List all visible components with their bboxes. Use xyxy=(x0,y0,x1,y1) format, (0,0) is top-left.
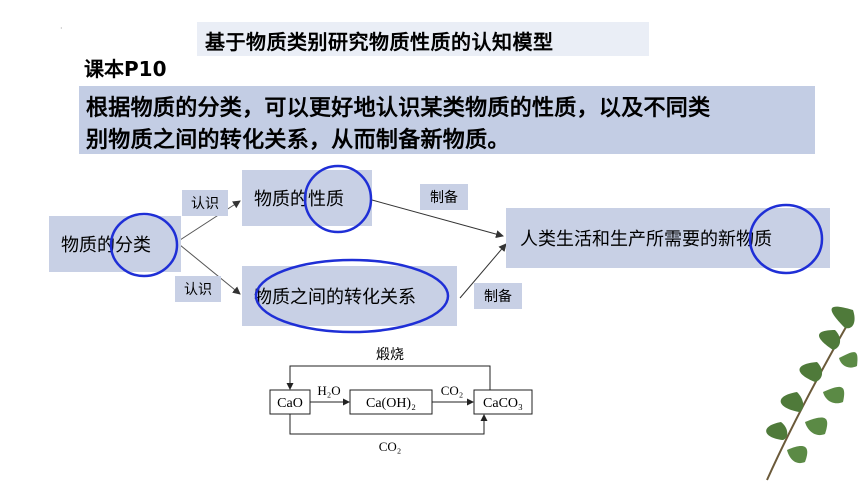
arrow-properties-to-new xyxy=(371,199,504,239)
leaf-icon xyxy=(805,417,828,436)
tag-prepare-bottom: 制备 xyxy=(474,283,522,309)
box-caco3 xyxy=(473,389,533,415)
label-water: H₂O xyxy=(317,383,340,398)
label-co2-top: CO₂ xyxy=(441,383,464,398)
leaf-icon xyxy=(831,306,855,329)
box-caoh2 xyxy=(349,389,433,415)
leaf-icon xyxy=(799,362,823,382)
highlight-classification xyxy=(109,212,179,278)
label-caoh2: Ca(OH)₂ xyxy=(366,396,416,411)
arrow-conversion-to-new xyxy=(459,243,507,299)
tag-prepare-top: 制备 xyxy=(420,184,468,210)
box-properties: 物质的性质 xyxy=(242,170,372,226)
label-cao: CaO xyxy=(277,396,303,411)
arrow-cao-to-caco3 xyxy=(289,414,488,435)
highlight-properties xyxy=(303,164,373,234)
intro-banner xyxy=(79,86,815,154)
box-cao xyxy=(269,389,311,415)
arrow-to-conversion xyxy=(179,244,241,295)
highlight-new-substances xyxy=(748,203,824,275)
leaf-icon xyxy=(839,352,858,368)
leaf-icon xyxy=(780,392,804,412)
highlight-conversion xyxy=(254,258,450,334)
tag-know-top: 认识 xyxy=(182,190,228,216)
label-co2-bottom: CO₂ xyxy=(379,439,402,454)
reaction-diagram: CaO Ca(OH)₂ CaCO₃ H₂O CO₂ 煅烧 CO₂ xyxy=(269,347,533,454)
leaf-decoration xyxy=(766,306,858,481)
leaf-icon xyxy=(766,422,788,440)
arrow-to-properties xyxy=(179,200,241,241)
box-classification: 物质的分类 xyxy=(49,216,181,272)
arrow-calcine xyxy=(286,365,491,390)
label-calcine: 煅烧 xyxy=(376,347,404,363)
leaf-icon xyxy=(819,330,841,350)
leaf-icon xyxy=(823,386,845,404)
intro-line-1: 根据物质的分类，可以更好地认识某类物质的性质，以及不同类 xyxy=(86,96,711,121)
tag-know-bottom: 认识 xyxy=(175,276,221,302)
corner-dot: · xyxy=(60,24,63,33)
box-new-substances: 人类生活和生产所需要的新物质 xyxy=(506,208,830,268)
title-banner xyxy=(197,22,649,56)
textbook-reference: 课本P10 xyxy=(84,57,167,81)
label-caco3: CaCO₃ xyxy=(483,396,523,411)
intro-line-2: 别物质之间的转化关系，从而制备新物质。 xyxy=(86,128,510,153)
box-conversion: 物质之间的转化关系 xyxy=(242,266,457,326)
leaf-icon xyxy=(787,446,808,464)
slide-title: 基于物质类别研究物质性质的认知模型 xyxy=(205,30,554,54)
